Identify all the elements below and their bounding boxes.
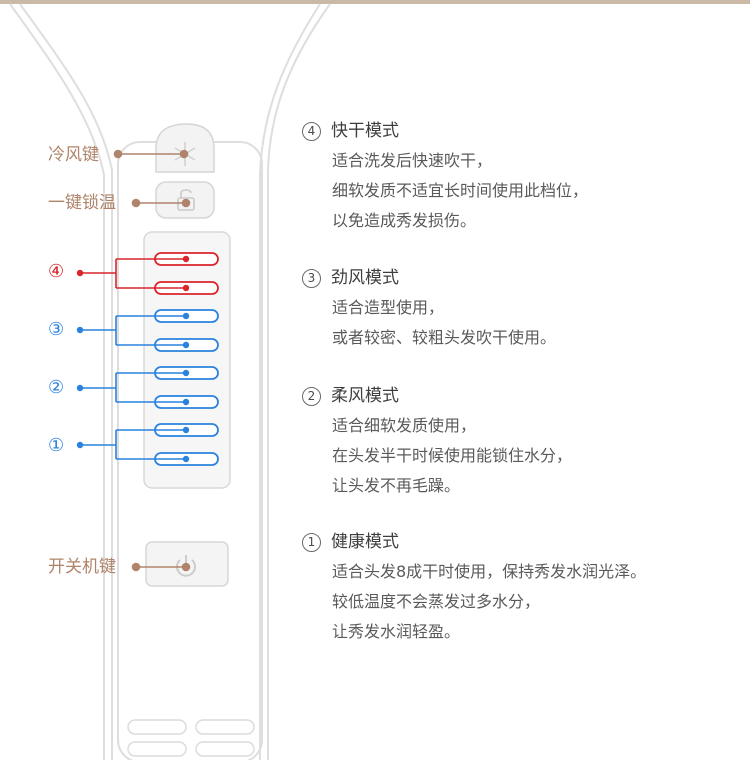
mode-2-number: 2	[302, 386, 321, 406]
mode-2-line-2: 在头发半干时候使用能锁住水分，	[332, 446, 573, 465]
label-leaders	[113, 149, 191, 572]
level-1-rail-dot-1	[182, 426, 190, 434]
level-2-rail-dot-1	[182, 369, 190, 377]
mode-4-block: 4 快干模式 适合洗发后快速吹干， 细软发质不适宜长时间使用此档位， 以免造成秀发…	[302, 120, 742, 236]
level-4-leader-dot	[76, 269, 84, 277]
mode-1-block: 1 健康模式 适合头发8成干时使用，保持秀发水润光泽。 较低温度不会蒸发过多水分，…	[302, 531, 742, 647]
lock-icon	[177, 189, 195, 211]
mode-4-line-3: 以免造成秀发损伤。	[332, 211, 477, 230]
mode-3-number: 3	[302, 268, 321, 288]
cool-wind-button[interactable]	[155, 123, 215, 173]
mode-4-title: 快干模式	[331, 121, 399, 141]
mode-1-line-3: 让秀发水润轻盈。	[332, 622, 461, 641]
mode-2-line-3: 让头发不再毛躁。	[332, 476, 461, 495]
mode-1-line-2: 较低温度不会蒸发过多水分，	[332, 592, 541, 611]
temp-lock-label: 一键锁温	[48, 193, 116, 213]
mode-3-line-2: 或者较密、较粗头发吹干使用。	[332, 328, 557, 347]
mode-1-number: 1	[302, 532, 321, 552]
level-4-rail-dot-2	[182, 284, 190, 292]
level-3-label: ③	[48, 319, 65, 340]
level-2-rail-dot-2	[182, 398, 190, 406]
cool-wind-label: 冷风键	[48, 145, 99, 165]
bottom-vents	[127, 719, 255, 757]
mode-2-title: 柔风模式	[331, 386, 399, 406]
mode-2-block: 2 柔风模式 适合细软发质使用， 在头发半干时候使用能锁住水分， 让头发不再毛躁。	[302, 385, 742, 501]
mode-4-line-1: 适合洗发后快速吹干，	[332, 151, 493, 170]
level-1-label: ①	[48, 435, 65, 456]
level-switch-panel	[143, 231, 231, 489]
level-4-rail-dot-1	[182, 255, 190, 263]
level-3-rail-dot-2	[182, 341, 190, 349]
level-4-label: ④	[48, 261, 65, 282]
level-2-leader-dot	[76, 384, 84, 392]
mode-3-title: 劲风模式	[331, 268, 399, 288]
power-label: 开关机键	[48, 557, 116, 577]
level-3-leader-dot	[76, 326, 84, 334]
mode-2-line-1: 适合细软发质使用，	[332, 416, 477, 435]
mode-1-line-1: 适合头发8成干时使用，保持秀发水润光泽。	[332, 562, 647, 581]
mode-3-line-1: 适合造型使用，	[332, 298, 445, 317]
mode-3-block: 3 劲风模式 适合造型使用， 或者较密、较粗头发吹干使用。	[302, 267, 742, 353]
top-border	[0, 0, 750, 4]
mode-4-number: 4	[302, 121, 321, 141]
level-1-rail-dot-2	[182, 455, 190, 463]
level-2-label: ②	[48, 377, 65, 398]
mode-1-title: 健康模式	[331, 532, 399, 552]
level-3-rail-dot-1	[182, 312, 190, 320]
mode-4-line-2: 细软发质不适宜长时间使用此档位，	[332, 181, 589, 200]
level-1-leader-dot	[76, 441, 84, 449]
